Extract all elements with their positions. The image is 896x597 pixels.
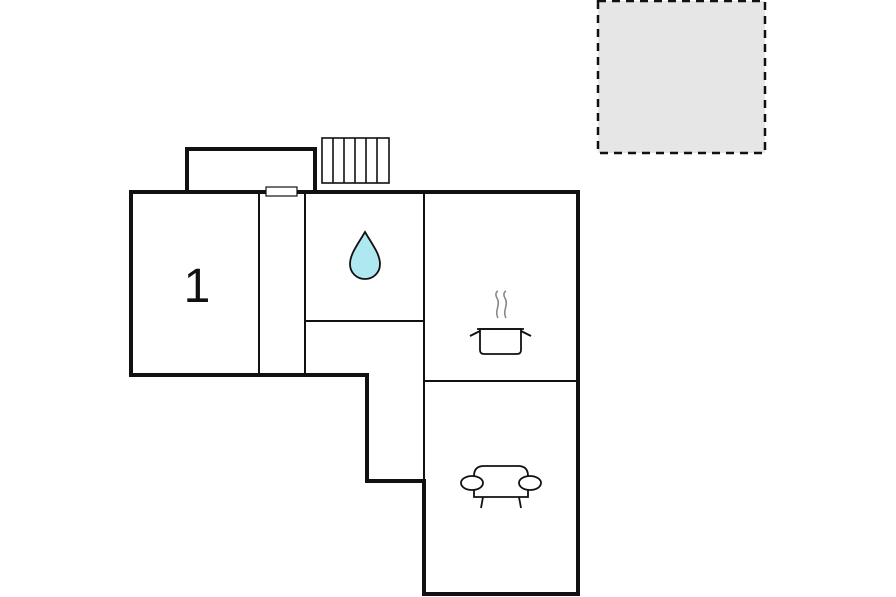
room-number-label: 1	[184, 260, 211, 313]
terrace-area	[596, 0, 767, 155]
water-drop-icon	[349, 230, 381, 280]
stairs	[321, 137, 390, 184]
sofa-icon	[460, 465, 542, 509]
interior-walls	[258, 192, 578, 481]
cooking-pot-icon	[469, 290, 532, 355]
entry-door	[265, 186, 298, 197]
entry-step	[185, 147, 317, 192]
